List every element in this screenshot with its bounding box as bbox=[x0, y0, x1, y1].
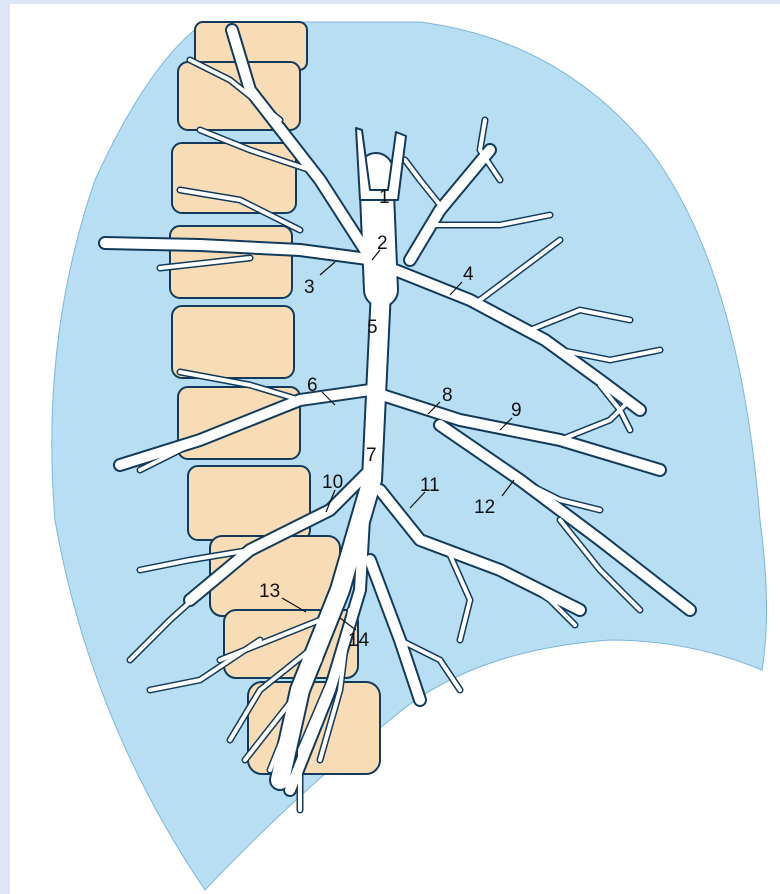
label-5: 5 bbox=[367, 317, 378, 338]
label-7: 7 bbox=[366, 445, 377, 466]
vertebra bbox=[172, 306, 294, 378]
label-10: 10 bbox=[322, 472, 343, 493]
label-14: 14 bbox=[348, 630, 370, 651]
label-13: 13 bbox=[259, 581, 280, 602]
label-8: 8 bbox=[442, 385, 453, 406]
label-2: 2 bbox=[377, 233, 388, 254]
label-11: 11 bbox=[420, 475, 440, 496]
label-9: 9 bbox=[511, 400, 522, 421]
label-1: 1 bbox=[379, 187, 390, 208]
label-4: 4 bbox=[463, 264, 474, 285]
label-12: 12 bbox=[474, 497, 495, 518]
label-6: 6 bbox=[307, 375, 318, 396]
label-3: 3 bbox=[304, 277, 315, 298]
